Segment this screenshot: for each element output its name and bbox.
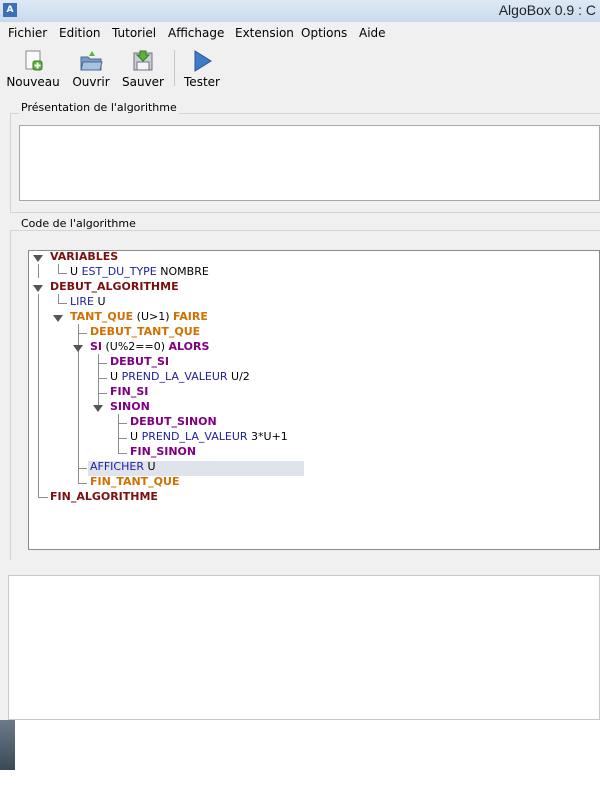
si-keyword: SI [90, 340, 102, 353]
app-icon: A [3, 3, 17, 17]
tree-line [38, 497, 48, 498]
tester-label: Tester [181, 75, 223, 89]
fin-tant-que-keyword: FIN_TANT_QUE [90, 475, 179, 488]
lire-keyword: LIRE [70, 295, 94, 308]
expand-arrow-icon[interactable] [93, 405, 103, 412]
sauver-button[interactable]: Sauver [121, 48, 165, 92]
node-variable-declaration[interactable]: U EST_DU_TYPE NOMBRE [70, 265, 209, 279]
debut-si-keyword: DEBUT_SI [110, 355, 169, 368]
lire-var: U [97, 295, 105, 308]
tree-line [118, 438, 127, 439]
tree-line [78, 468, 87, 469]
menu-options[interactable]: Options [301, 26, 347, 40]
nouveau-button[interactable]: Nouveau [6, 48, 60, 92]
var-type: NOMBRE [160, 265, 209, 278]
expand-arrow-icon[interactable] [73, 345, 83, 352]
bottom-strip [0, 560, 600, 575]
menu-bar: Fichier Edition Tutoriel Affichage Exten… [0, 22, 600, 44]
left-edge [0, 575, 8, 720]
fin-sinon-keyword: FIN_SINON [130, 445, 196, 458]
toolbar-separator [174, 50, 175, 86]
node-si[interactable]: SI (U%2==0) ALORS [90, 340, 209, 354]
node-debut-si[interactable]: DEBUT_SI [110, 355, 169, 369]
tant-que-keyword: TANT_QUE [70, 310, 133, 323]
desktop-fragment [0, 720, 15, 770]
tree-line [38, 294, 39, 497]
expand-arrow-icon[interactable] [33, 255, 43, 262]
var-name: U [70, 265, 78, 278]
tree-line [118, 414, 119, 454]
debut-tant-que-keyword: DEBUT_TANT_QUE [90, 325, 200, 338]
debut-sinon-keyword: DEBUT_SINON [130, 415, 217, 428]
node-debut-tant-que[interactable]: DEBUT_TANT_QUE [90, 325, 200, 339]
tree-line [38, 264, 39, 278]
open-folder-icon [79, 50, 103, 72]
affect2-value: 3*U+1 [251, 430, 288, 443]
menu-tutoriel[interactable]: Tutoriel [112, 26, 156, 40]
variables-keyword: VARIABLES [50, 250, 118, 263]
window-title: AlgoBox 0.9 : C [499, 2, 596, 18]
tant-que-condition: (U>1) [137, 310, 170, 323]
menu-affichage[interactable]: Affichage [168, 26, 224, 40]
tree-line [78, 483, 87, 484]
tree-line [58, 294, 59, 303]
node-fin-sinon[interactable]: FIN_SINON [130, 445, 196, 459]
tree-line [58, 303, 67, 304]
save-icon [131, 50, 155, 72]
tree-line [98, 363, 107, 364]
menu-aide[interactable]: Aide [359, 26, 386, 40]
tree-line [58, 273, 67, 274]
fin-algo-keyword: FIN_ALGORITHME [50, 490, 158, 503]
menu-edition[interactable]: Edition [59, 26, 101, 40]
play-icon [190, 50, 214, 72]
node-lire[interactable]: LIRE U [70, 295, 106, 309]
menu-extension[interactable]: Extension [235, 26, 294, 40]
faire-keyword: FAIRE [173, 310, 208, 323]
affect2-keyword: PREND_LA_VALEUR [142, 430, 248, 443]
affect1-var: U [110, 370, 118, 383]
node-debut-algorithme[interactable]: DEBUT_ALGORITHME [50, 280, 179, 294]
tree-line [98, 378, 107, 379]
nouveau-label: Nouveau [6, 75, 60, 89]
tester-button[interactable]: Tester [181, 48, 223, 92]
node-debut-sinon[interactable]: DEBUT_SINON [130, 415, 217, 429]
node-affectation-2[interactable]: U PREND_LA_VALEUR 3*U+1 [130, 430, 288, 444]
tree-line [58, 264, 59, 273]
new-file-icon [21, 50, 45, 72]
node-afficher[interactable]: AFFICHER U [90, 460, 156, 474]
tree-line [118, 423, 127, 424]
fin-si-keyword: FIN_SI [110, 385, 148, 398]
node-fin-tant-que[interactable]: FIN_TANT_QUE [90, 475, 179, 489]
presentation-title: Présentation de l'algorithme [19, 101, 179, 114]
title-bar: A AlgoBox 0.9 : C [0, 0, 600, 22]
node-sinon[interactable]: SINON [110, 400, 150, 414]
sauver-label: Sauver [121, 75, 165, 89]
affect2-var: U [130, 430, 138, 443]
affect1-keyword: PREND_LA_VALEUR [122, 370, 228, 383]
expand-arrow-icon[interactable] [53, 315, 63, 322]
bottom-panel [8, 575, 600, 720]
tree-line [78, 333, 87, 334]
tree-line [98, 393, 107, 394]
menu-fichier[interactable]: Fichier [8, 26, 47, 40]
afficher-var: U [147, 460, 155, 473]
afficher-keyword: AFFICHER [90, 460, 144, 473]
tree-line [118, 453, 127, 454]
expand-arrow-icon[interactable] [33, 285, 43, 292]
node-fin-si[interactable]: FIN_SI [110, 385, 148, 399]
si-condition: (U%2==0) [106, 340, 166, 353]
var-keyword: EST_DU_TYPE [82, 265, 157, 278]
ouvrir-button[interactable]: Ouvrir [69, 48, 113, 92]
debut-algo-keyword: DEBUT_ALGORITHME [50, 280, 179, 293]
node-variables[interactable]: VARIABLES [50, 250, 118, 264]
alors-keyword: ALORS [169, 340, 210, 353]
ouvrir-label: Ouvrir [69, 75, 113, 89]
code-title: Code de l'algorithme [19, 217, 138, 230]
node-fin-algorithme[interactable]: FIN_ALGORITHME [50, 490, 158, 504]
affect1-value: U/2 [231, 370, 250, 383]
node-tant-que[interactable]: TANT_QUE (U>1) FAIRE [70, 310, 208, 324]
sinon-keyword: SINON [110, 400, 150, 413]
node-affectation-1[interactable]: U PREND_LA_VALEUR U/2 [110, 370, 250, 384]
presentation-textarea[interactable] [19, 125, 600, 201]
